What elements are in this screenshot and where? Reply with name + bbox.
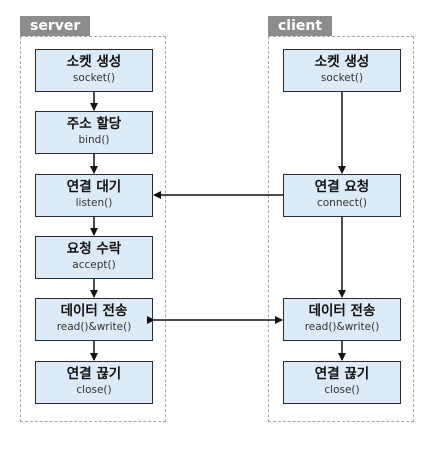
step-title: 연결 요청 — [314, 179, 370, 195]
step-function: accept() — [72, 259, 116, 271]
step-function: read()&write() — [56, 321, 132, 333]
step-title: 데이터 전송 — [60, 303, 128, 319]
step-title: 주소 할당 — [66, 116, 122, 132]
client-step-data-transfer: 데이터 전송 read()&write() — [283, 298, 401, 341]
step-title: 소켓 생성 — [314, 54, 370, 70]
server-step-bind: 주소 할당 bind() — [35, 111, 153, 154]
client-step-socket: 소켓 생성 socket() — [283, 49, 401, 92]
step-function: close() — [76, 384, 112, 396]
server-step-data-transfer: 데이터 전송 read()&write() — [35, 298, 153, 341]
server-step-listen: 연결 대기 listen() — [35, 174, 153, 217]
step-title: 연결 끊기 — [314, 366, 370, 382]
step-function: read()&write() — [304, 321, 380, 333]
client-step-connect: 연결 요청 connect() — [283, 174, 401, 217]
step-title: 요청 수락 — [66, 241, 122, 257]
step-function: socket() — [72, 72, 116, 84]
server-step-accept: 요청 수락 accept() — [35, 236, 153, 279]
step-function: listen() — [75, 197, 113, 209]
client-lane — [268, 36, 414, 422]
step-function: socket() — [320, 72, 364, 84]
step-title: 연결 끊기 — [66, 366, 122, 382]
server-step-close: 연결 끊기 close() — [35, 361, 153, 404]
step-function: close() — [324, 384, 360, 396]
server-lane — [20, 36, 166, 422]
client-lane-label: client — [268, 16, 333, 36]
step-title: 소켓 생성 — [66, 54, 122, 70]
step-function: bind() — [78, 134, 110, 146]
step-title: 연결 대기 — [66, 179, 122, 195]
server-lane-label: server — [20, 16, 91, 36]
client-step-close: 연결 끊기 close() — [283, 361, 401, 404]
step-function: connect() — [316, 197, 368, 209]
step-title: 데이터 전송 — [308, 303, 376, 319]
server-step-socket: 소켓 생성 socket() — [35, 49, 153, 92]
